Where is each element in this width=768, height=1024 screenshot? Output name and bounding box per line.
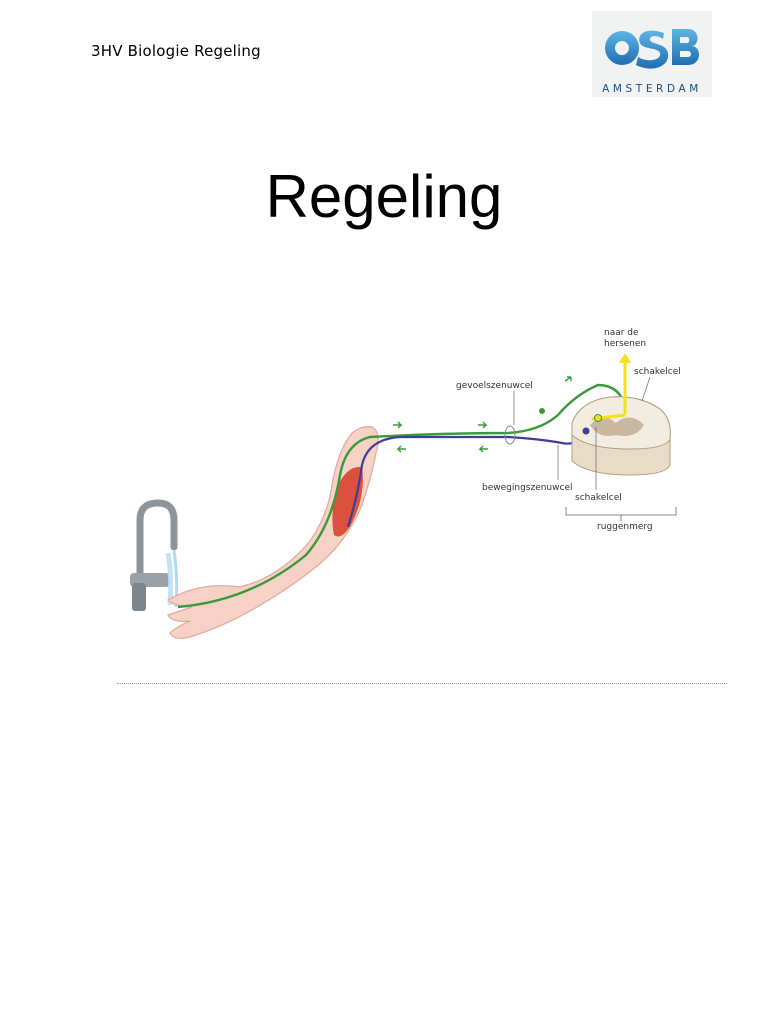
label-brain-line2: hersenen bbox=[604, 339, 646, 349]
dotted-divider bbox=[117, 683, 727, 684]
label-brain-line1: naar de bbox=[604, 328, 639, 338]
document-header: 3HV Biologie Regeling bbox=[91, 42, 261, 60]
label-relay-cell-bottom: schakelcel bbox=[575, 493, 622, 503]
faucet-icon bbox=[130, 499, 179, 611]
school-logo: AMSTERDAM bbox=[592, 11, 712, 97]
logo-monogram-icon bbox=[605, 29, 700, 69]
label-relay-cell-top: schakelcel bbox=[634, 367, 681, 377]
logo-wordmark: AMSTERDAM bbox=[602, 83, 702, 95]
reflex-arc-illustration: naar de hersenen schakelcel gevoelszenuw… bbox=[110, 315, 710, 655]
arm-illustration bbox=[166, 426, 379, 639]
page-title: Regeling bbox=[265, 163, 503, 231]
muscle-icon bbox=[332, 466, 363, 537]
label-sensory-neuron: gevoelszenuwcel bbox=[456, 381, 533, 391]
label-motor-neuron: bewegingszenuwcel bbox=[482, 483, 572, 493]
label-spinal-cord: ruggenmerg bbox=[597, 522, 653, 532]
spinal-cord-icon bbox=[504, 396, 671, 476]
